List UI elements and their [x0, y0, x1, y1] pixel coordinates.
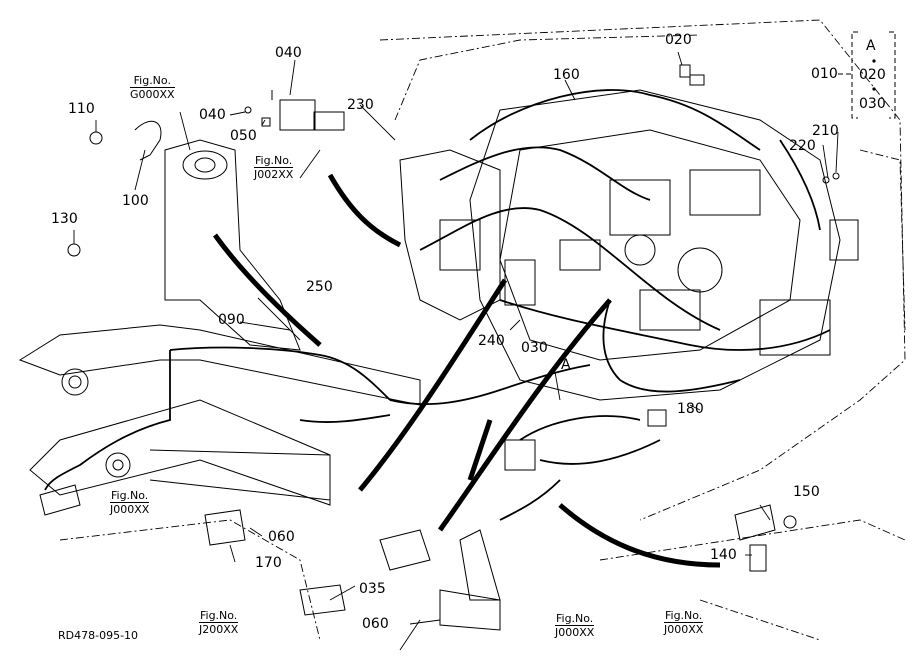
small-parts: [39, 64, 840, 631]
machine-frame-outline: [59, 19, 906, 641]
callout-050: 050: [230, 128, 257, 144]
fig-ref-label: Fig.No.: [110, 489, 149, 502]
fig-ref-g000xx: Fig.No. G000XX: [130, 74, 175, 101]
callout-110: 110: [68, 101, 95, 117]
callout-100: 100: [122, 193, 149, 209]
callout-140: 140: [710, 547, 737, 563]
fig-ref-j000xx-bottom-mid: Fig.No. J000XX: [555, 612, 595, 639]
callout-180: 180: [677, 401, 704, 417]
fig-ref-j000xx-bottom-right: Fig.No. J000XX: [664, 609, 704, 636]
callout-150: 150: [793, 484, 820, 500]
fig-ref-number: J000XX: [110, 502, 150, 516]
callout-020-top: 020: [665, 32, 692, 48]
fig-ref-number: J002XX: [254, 167, 294, 181]
callout-030-mid: 030: [521, 340, 548, 356]
callout-240: 240: [478, 333, 505, 349]
fig-ref-number: J000XX: [664, 622, 704, 636]
pivot-bracket-outline: [164, 139, 301, 351]
callout-030-side: 030: [859, 96, 886, 112]
fig-ref-label: Fig.No.: [133, 74, 171, 87]
callout-040-top: 040: [275, 45, 302, 61]
callout-160: 160: [553, 67, 580, 83]
control-box-outline: [399, 149, 536, 321]
callout-group-bracket: [838, 31, 896, 119]
fig-ref-number: J000XX: [555, 625, 595, 639]
callout-250: 250: [306, 279, 333, 295]
callout-A-mid: A: [561, 357, 571, 373]
fig-ref-label: Fig.No.: [664, 609, 703, 622]
callout-220: 220: [789, 138, 816, 154]
engine-block-outline: [469, 89, 859, 401]
leader-lines: [73, 51, 839, 651]
callout-010: 010: [811, 66, 838, 82]
fig-ref-number: G000XX: [130, 87, 175, 101]
leader-bands: [212, 173, 721, 568]
fig-ref-j200xx: Fig.No. J200XX: [199, 609, 239, 636]
drawing-code: RD478-095-10: [58, 629, 139, 642]
callout-170: 170: [255, 555, 282, 571]
fig-ref-label: Fig.No.: [199, 609, 238, 622]
fig-ref-label: Fig.No.: [254, 154, 293, 167]
callout-035: 035: [359, 581, 386, 597]
callout-230: 230: [347, 97, 374, 113]
callout-020-side: 020: [859, 67, 886, 83]
callout-060-upper: 060: [268, 529, 295, 545]
boom-arm-outline: [18, 324, 421, 506]
callout-040-left: 040: [199, 107, 226, 123]
fig-ref-j002xx: Fig.No. J002XX: [254, 154, 294, 181]
callout-A-side: A: [866, 38, 876, 54]
wire-harness: [44, 89, 831, 521]
callout-group-dots: [872, 59, 876, 91]
callout-210: 210: [812, 123, 839, 139]
callout-130: 130: [51, 211, 78, 227]
callout-090: 090: [218, 312, 245, 328]
fig-ref-number: J200XX: [199, 622, 239, 636]
callout-060-lower: 060: [362, 616, 389, 632]
fig-ref-j000xx-left: Fig.No. J000XX: [110, 489, 150, 516]
fig-ref-label: Fig.No.: [555, 612, 594, 625]
